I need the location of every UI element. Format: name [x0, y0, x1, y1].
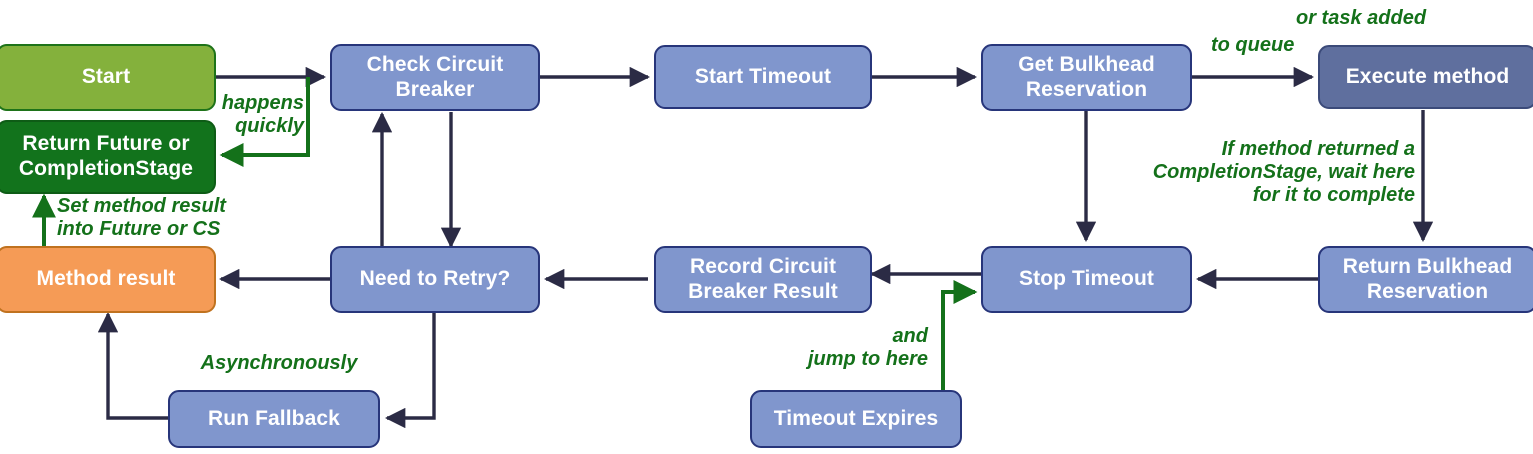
node-record-circuit-breaker-result-label: Record Circuit Breaker Result [688, 254, 838, 303]
node-check-circuit-breaker[interactable]: Check Circuit Breaker [330, 44, 540, 111]
edge-run-fallback-to-method-result [97, 311, 170, 420]
annotation-if-method-returned: If method returned a CompletionStage, wa… [1152, 138, 1415, 206]
node-start-timeout-label: Start Timeout [694, 64, 832, 88]
node-start-timeout[interactable]: Start Timeout [654, 45, 872, 109]
node-method-result[interactable]: Method result [0, 246, 216, 313]
node-return-bulkhead-reservation[interactable]: Return Bulkhead Reservation [1318, 246, 1533, 313]
annotation-to-queue: to queue [1211, 34, 1295, 56]
node-return-bulkhead-reservation-label: Return Bulkhead Reservation [1342, 254, 1513, 303]
node-get-bulkhead-reservation-label: Get Bulkhead Reservation [1018, 52, 1155, 101]
edge-need-retry-to-run-fallback [384, 312, 436, 429]
node-execute-method-label: Execute method [1345, 64, 1510, 88]
annotation-and-jump-to-here: and jump to here [807, 325, 928, 370]
edge-happens-quickly [219, 77, 310, 167]
node-run-fallback-label: Run Fallback [208, 406, 340, 430]
node-timeout-expires-label: Timeout Expires [773, 406, 939, 430]
node-check-circuit-breaker-label: Check Circuit Breaker [366, 52, 504, 101]
annotation-set-method-result: Set method result into Future or CS [57, 195, 226, 240]
annotation-or-task-added: or task added [1296, 7, 1427, 29]
node-execute-method[interactable]: Execute method [1318, 45, 1533, 109]
annotation-asynchronously: Asynchronously [200, 352, 358, 374]
node-method-result-label: Method result [36, 267, 176, 291]
node-stop-timeout-label: Stop Timeout [1019, 267, 1154, 291]
node-return-future-label: Return Future or CompletionStage [18, 132, 194, 180]
node-run-fallback[interactable]: Run Fallback [168, 390, 380, 448]
node-return-future[interactable]: Return Future or CompletionStage [0, 120, 216, 194]
node-timeout-expires[interactable]: Timeout Expires [750, 390, 962, 448]
node-need-to-retry-label: Need to Retry? [359, 267, 511, 291]
edge-timeout-expires-to-stop-timeout [941, 280, 978, 392]
node-stop-timeout[interactable]: Stop Timeout [981, 246, 1192, 313]
annotation-happens-quickly: happens quickly [221, 92, 304, 137]
node-need-to-retry[interactable]: Need to Retry? [330, 246, 540, 313]
node-get-bulkhead-reservation[interactable]: Get Bulkhead Reservation [981, 44, 1192, 111]
node-start[interactable]: Start [0, 44, 216, 111]
node-start-label: Start [81, 65, 131, 89]
node-record-circuit-breaker-result[interactable]: Record Circuit Breaker Result [654, 246, 872, 313]
